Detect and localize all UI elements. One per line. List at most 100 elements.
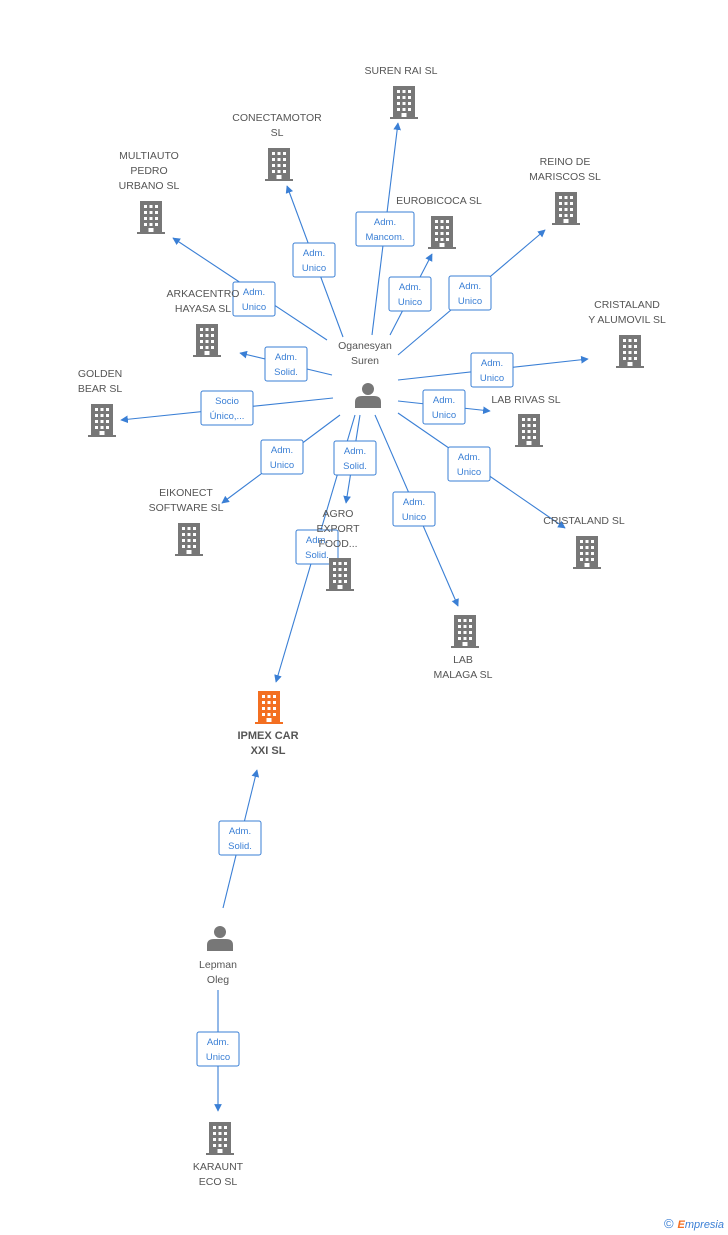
company-name-line: GOLDEN (78, 368, 122, 380)
company-node-reino[interactable]: REINO DE MARISCOS SL (529, 156, 601, 225)
company-name-line: KARAUNT (193, 1161, 244, 1173)
relation-label-lepman-karaunt[interactable]: Adm. Unico (196, 1031, 240, 1067)
company-node-cristaland[interactable]: CRISTALAND SL (543, 515, 625, 569)
company-name-line: LAB RIVAS SL (491, 394, 560, 406)
company-name-line: EIKONECT (159, 487, 213, 499)
relation-label-text: Unico (270, 460, 294, 471)
building-icon (616, 335, 644, 368)
relation-label-text: Adm. (207, 1037, 229, 1048)
company-node-agro[interactable]: AGROEXPORTFOOD... (317, 508, 361, 591)
relation-label-text: Mancom. (365, 232, 404, 243)
person-icon (355, 383, 381, 408)
relation-label-text: Adm. (403, 497, 425, 508)
person-name-line: Suren (351, 355, 379, 367)
relation-label-oganesyan-conectamotor[interactable]: Adm. Unico (292, 242, 336, 278)
building-icon (137, 201, 165, 234)
relation-label-text: Unico (432, 410, 456, 421)
footer-brand[interactable]: ©Empresia (664, 1216, 724, 1231)
relation-label-text: Adm. (374, 217, 396, 228)
company-name-line: EUROBICOCA SL (396, 195, 482, 207)
company-node-suren_rai[interactable]: SUREN RAI SL (365, 65, 438, 119)
relation-label-text: Adm. (344, 446, 366, 457)
relation-label-oganesyan-lab_malaga[interactable]: Adm. Unico (392, 491, 436, 527)
copyright-symbol: © (663, 1216, 674, 1231)
relation-label-oganesyan-suren_rai[interactable]: Adm. Mancom. (355, 211, 415, 247)
company-name-line: CRISTALAND (594, 299, 660, 311)
relation-label-oganesyan-eikonect[interactable]: Adm.Unico (260, 439, 304, 475)
relation-label-oganesyan-eurobicoca[interactable]: Adm. Unico (388, 276, 432, 312)
relation-label-text: Unico (206, 1052, 230, 1063)
building-icon (515, 414, 543, 447)
relation-label-oganesyan-ipmex[interactable]: Adm. Solid. (295, 529, 339, 565)
company-node-karaunt[interactable]: KARAUNT ECO SL (193, 1122, 244, 1188)
relation-label-oganesyan-cristaland[interactable]: Adm.Unico (447, 446, 491, 482)
relation-label-text: Unico (458, 296, 482, 307)
relation-label-text: Solid. (343, 461, 367, 472)
relation-label-text: Unico (302, 263, 326, 274)
relation-label-text: Unico (398, 297, 422, 308)
relation-label-lepman-ipmex[interactable]: Adm. Solid. (218, 820, 262, 856)
building-icon (552, 192, 580, 225)
company-node-lab_malaga[interactable]: LAB MALAGA SL (434, 615, 493, 681)
company-name-line: REINO DE (540, 156, 591, 168)
building-icon (428, 216, 456, 249)
company-node-eurobicoca[interactable]: EUROBICOCA SL (396, 195, 482, 249)
person-name-line: Oganesyan (338, 340, 392, 352)
company-name-line: IPMEX CAR (237, 730, 298, 742)
company-name-line: ECO SL (199, 1176, 238, 1188)
relation-label-oganesyan-multiauto[interactable]: Adm.Unico (232, 281, 276, 317)
relation-label-text: Solid. (305, 550, 329, 561)
person-name-line: Lepman (199, 959, 237, 971)
brand-logo-text: mpresia (684, 1219, 724, 1231)
company-name-line: ARKACENTRO (167, 288, 240, 300)
company-name-line: FOOD... (318, 538, 357, 550)
building-icon (206, 1122, 234, 1155)
company-name-line: LAB (453, 654, 473, 666)
relation-label-text: Adm. (433, 395, 455, 406)
company-node-arkacentro[interactable]: ARKACENTRO HAYASA SL (167, 288, 240, 357)
relation-label-oganesyan-golden_bear[interactable]: SocioÚnico,... (200, 390, 254, 426)
brand-logo-initial: E (677, 1219, 685, 1231)
building-icon (255, 691, 283, 724)
building-icon (175, 523, 203, 556)
company-name-line: SL (271, 127, 284, 139)
relation-label-text: Unico (402, 512, 426, 523)
relation-label-text: Solid. (228, 841, 252, 852)
relation-label-oganesyan-reino[interactable]: Adm.Unico (448, 275, 492, 311)
person-name-line: Oleg (207, 974, 229, 986)
company-name-line: MARISCOS SL (529, 171, 601, 183)
company-name-line: CRISTALAND SL (543, 515, 625, 527)
relation-label-oganesyan-agro[interactable]: Adm. Solid. (333, 440, 377, 476)
company-name-line: HAYASA SL (175, 303, 231, 315)
relation-label-oganesyan-lab_rivas[interactable]: Adm. Unico (422, 389, 466, 425)
relation-label-text: Adm. (303, 248, 325, 259)
company-node-ipmex[interactable]: IPMEX CAR XXI SL (237, 691, 299, 757)
relation-label-text: Adm. (306, 535, 328, 546)
relation-label-text: Socio (215, 396, 239, 407)
relation-label-text: Único,... (210, 411, 245, 422)
relation-label-text: Adm. (275, 352, 297, 363)
company-name-line: SUREN RAI SL (365, 65, 438, 77)
relation-label-oganesyan-cristaland_alumovil[interactable]: Adm.Unico (470, 352, 514, 388)
company-name-line: MULTIAUTO (119, 150, 179, 162)
company-name-line: MALAGA SL (434, 669, 493, 681)
company-name-line: XXI SL (251, 745, 286, 757)
building-icon (573, 536, 601, 569)
building-icon (451, 615, 479, 648)
relation-label-text: Adm. (399, 282, 421, 293)
relation-label-oganesyan-arkacentro[interactable]: Adm.Solid. (264, 346, 308, 382)
company-name-line: URBANO SL (119, 180, 180, 192)
relation-label-text: Adm. (458, 452, 480, 463)
building-icon (326, 558, 354, 591)
company-node-lab_rivas[interactable]: LAB RIVAS SL (491, 394, 561, 447)
relation-label-text: Adm. (229, 826, 251, 837)
